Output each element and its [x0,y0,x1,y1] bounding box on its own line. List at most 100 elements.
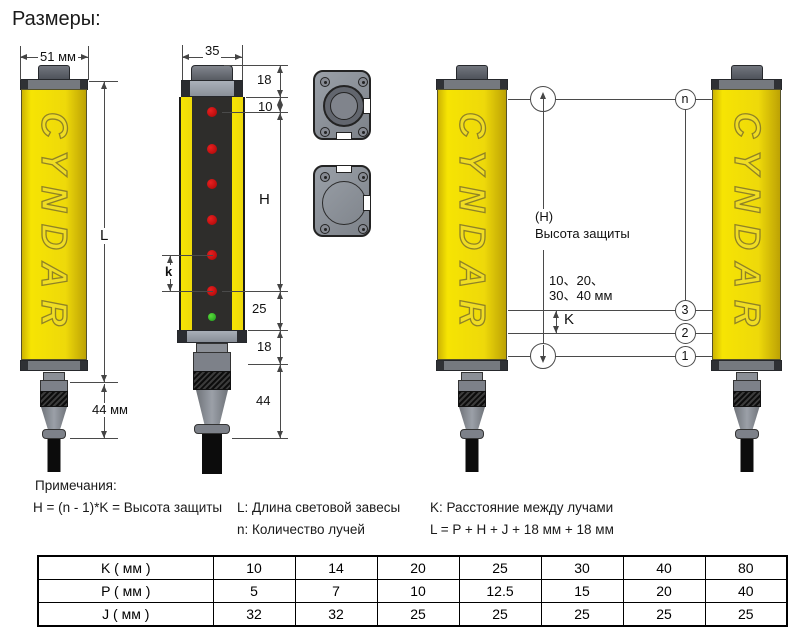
dim-line [280,65,281,438]
beam-1-circle: 1 [674,345,696,367]
table-cell: 25 [704,602,788,627]
note-formula-l: L = P + H + J + 18 мм + 18 мм [430,522,614,537]
dim-tick [182,45,183,80]
protection-arrow-shaft [543,250,544,345]
mounting-bracket-top [313,70,371,140]
connector-taper [41,407,67,429]
row-header: K ( мм ) [37,555,214,580]
table-cell: 25 [458,602,542,627]
note-l-definition: L: Длина световой завесы [237,500,401,515]
cable [202,434,222,474]
dim-arrow [276,97,283,105]
mounting-bracket-bottom [313,165,371,237]
screw-hole [320,172,330,182]
dim-arrow [276,364,283,372]
dim-arrow [539,356,546,363]
screw-hole [320,127,330,137]
table-cell: 32 [294,602,378,627]
cable [47,439,61,472]
table-cell: 10 [212,555,296,580]
dim-tick [162,255,213,256]
dim-arrow [182,53,189,60]
table-cell: 40 [704,579,788,603]
dim-arrow [276,284,283,291]
dim-arrow [100,374,107,382]
dim-arrow [552,310,559,318]
led-red [207,179,217,189]
dim-tick [70,438,118,439]
top-cap-dim-label: 18 [257,72,272,87]
beam-3-circle: 3 [674,299,696,321]
dim-arrow [276,112,283,120]
bracket-notch [336,165,352,173]
length-dim-label: L [98,227,111,244]
note-formula-h: H = (n - 1)*K = Высота защиты [33,500,223,515]
connector-flange [194,424,230,434]
beam-2-circle: 2 [674,322,696,344]
dim-arrow [100,430,107,438]
connector-taper [196,390,228,424]
device-bottom-cap [436,360,508,371]
connector-taper [733,407,760,429]
beam-count-line [685,109,686,300]
dim-arrow [166,255,173,263]
brand-logo: CYNDAR [451,111,493,338]
brand-logo: CYNDAR [726,111,768,338]
height-dim-label: H [259,191,270,208]
screw-hole [320,224,330,234]
beam-n-circle: n [674,88,696,110]
table-cell: 30 [540,555,624,580]
cable [740,439,753,472]
beam-line-2 [508,333,712,334]
dim-tick [162,291,213,292]
led-red [207,215,217,225]
device-top-knob [38,65,70,80]
protection-arrow-shaft [543,345,544,357]
device-body: CYNDAR [437,89,507,360]
dim-arrow [276,105,283,112]
dim-line [556,310,557,333]
bracket-circle [322,181,366,225]
connector-collar [193,352,231,372]
connector-flange [734,429,759,439]
dim-tick [242,45,243,80]
device-body: CYNDAR [712,89,781,360]
bracket-notch [363,195,371,211]
dim-tick [20,46,21,80]
row-header: P ( мм ) [37,579,214,603]
sensor-strip [179,97,245,330]
protection-arrow-shaft [543,95,544,112]
table-cell: 25 [622,602,706,627]
device-bottom-cap [177,330,247,343]
note-k-definition: K: Расстояние между лучами [430,500,614,515]
screw-hole [358,77,368,87]
cable [465,439,479,472]
dim-tick [232,438,288,439]
connector-taper [459,407,485,429]
device-body: CYNDAR [21,89,87,360]
dim-arrow [81,53,88,60]
connector-knurl [193,371,231,390]
pitch-dim-label: k [163,264,175,279]
connector-knurl [40,391,68,407]
yellow-rail [179,97,192,330]
beam-line-3 [508,310,712,311]
device-side-receiver: CYNDAR [711,65,782,472]
dim-arrow [20,53,27,60]
led-red [207,107,217,117]
device-bottom-cap [711,360,782,371]
dim-arrow [276,330,283,338]
screw-hole [358,127,368,137]
device-side-emitter: CYNDAR [436,65,508,472]
beam-line-1 [508,356,712,357]
beam-line-n [508,99,712,100]
bracket-notch [363,98,371,114]
first-beam-dim-label: 10 [258,99,273,114]
device-top-knob [456,65,488,80]
protection-height-caption: Высота защиты [535,226,630,241]
device-front [177,65,247,474]
